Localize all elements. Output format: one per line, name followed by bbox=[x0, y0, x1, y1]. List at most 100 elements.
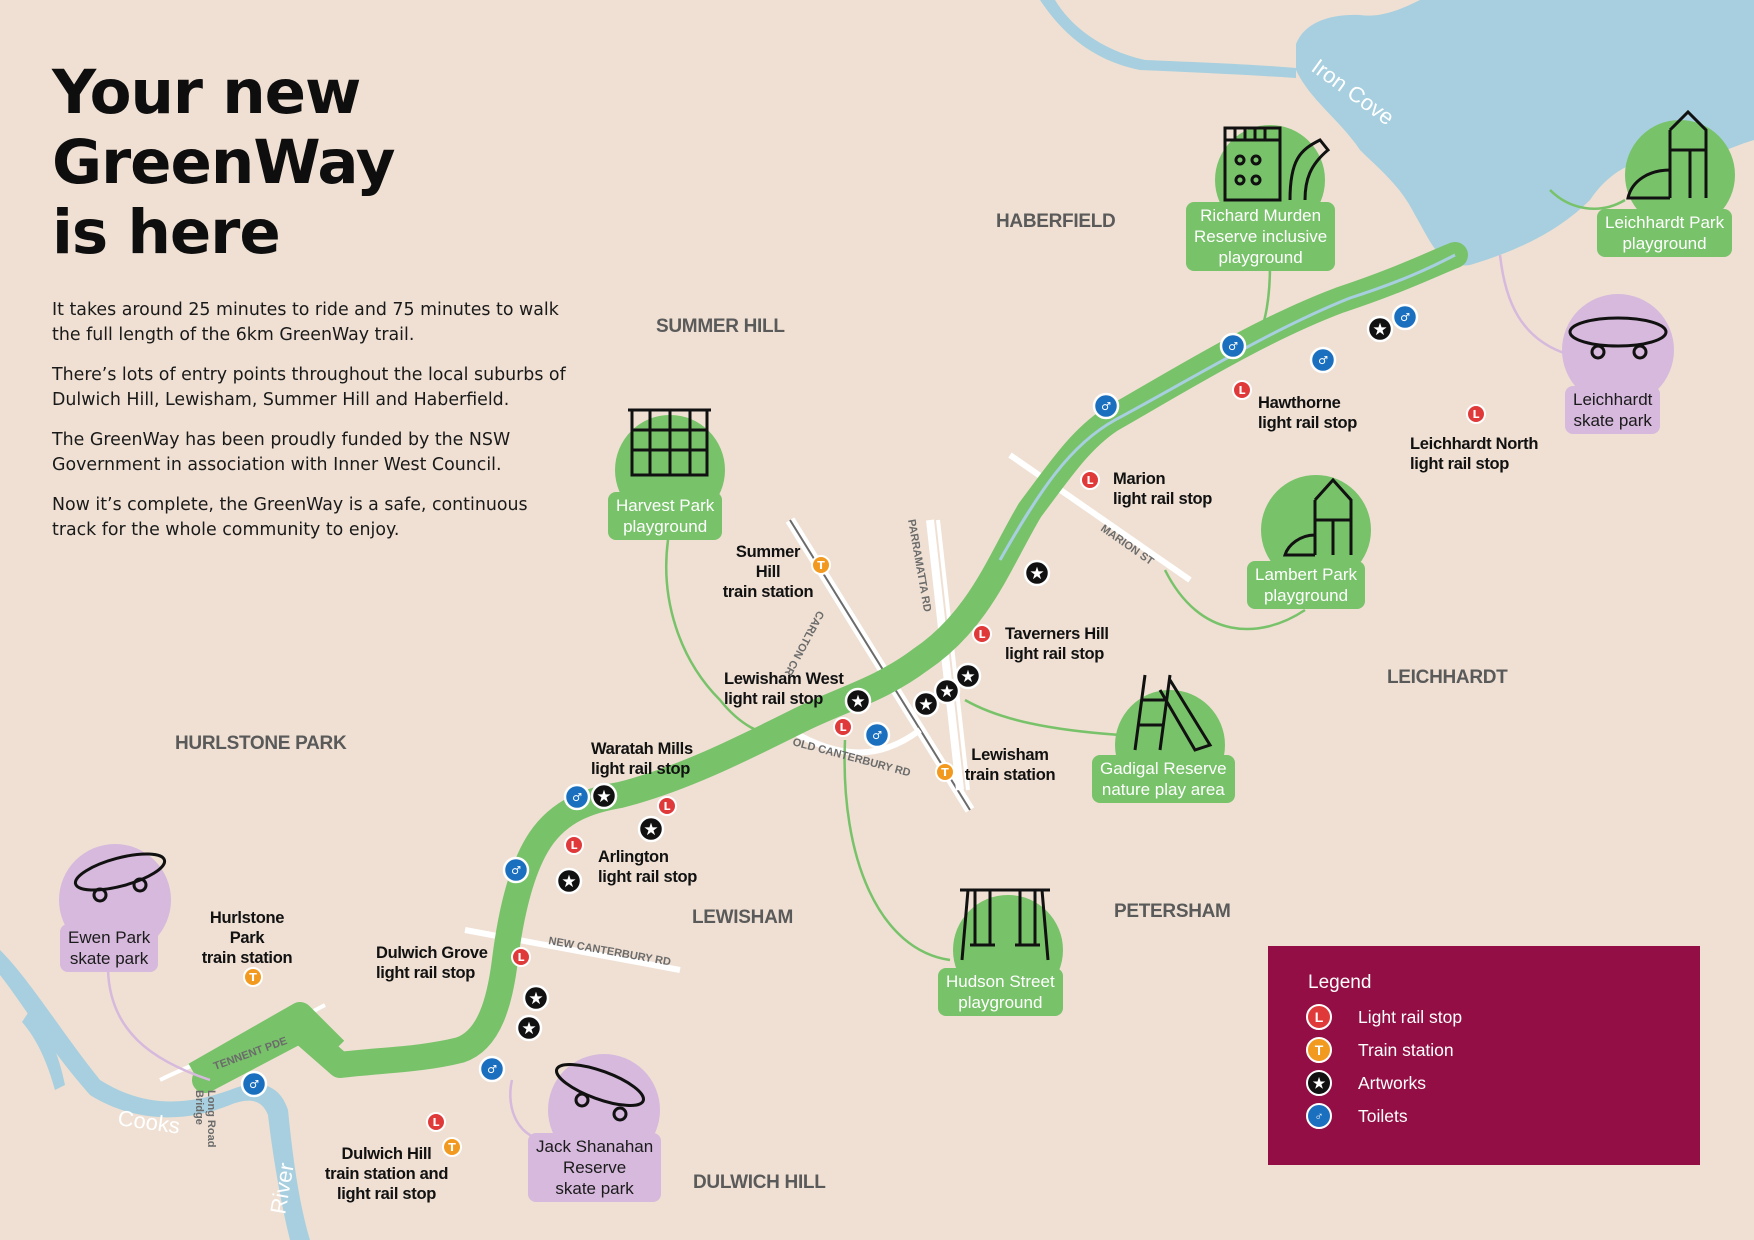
artwork-icon: ★ bbox=[912, 690, 940, 718]
place-name: playground bbox=[623, 517, 708, 536]
artwork-icon: ★ bbox=[522, 984, 550, 1012]
stop-name: Summer bbox=[735, 543, 801, 561]
artwork-icon: ★ bbox=[515, 1014, 543, 1042]
iron-cove-water bbox=[1296, 0, 1754, 266]
stop-name: Hill bbox=[755, 563, 781, 581]
light-rail-icon: L bbox=[833, 717, 853, 737]
stop-type: light rail stop bbox=[1005, 645, 1105, 663]
train-icon: T bbox=[442, 1137, 462, 1157]
place-name: playground bbox=[1263, 586, 1349, 605]
greenway-trail bbox=[192, 242, 1468, 1093]
title-line: GreenWay bbox=[52, 127, 395, 198]
svg-text:T: T bbox=[817, 559, 825, 572]
intro-text: It takes around 25 minutes to ride and 7… bbox=[52, 298, 572, 558]
svg-text:T: T bbox=[941, 766, 949, 779]
title-line: Your new bbox=[52, 57, 361, 128]
artwork-icon: ★ bbox=[555, 867, 583, 895]
place-harvest-park[interactable]: Harvest Park playground bbox=[608, 492, 723, 540]
stop-name: Lewisham bbox=[971, 746, 1049, 764]
place-name: Reserve inclusive bbox=[1194, 227, 1328, 246]
playground-icons bbox=[73, 109, 1708, 1122]
intro-paragraph: It takes around 25 minutes to ride and 7… bbox=[52, 300, 559, 345]
stop-name: Lewisham West bbox=[724, 670, 844, 688]
artwork-icon: ★ bbox=[590, 782, 618, 810]
artwork-icon: ★ bbox=[933, 677, 961, 705]
legend-label: Train station bbox=[1358, 1040, 1454, 1060]
svg-text:★: ★ bbox=[521, 1019, 536, 1039]
legend-label: Light rail stop bbox=[1358, 1007, 1463, 1027]
light-rail-icon: L bbox=[1306, 1004, 1332, 1030]
stop-lewisham-west[interactable]: Lewisham West light rail stop bbox=[724, 669, 844, 709]
svg-text:L: L bbox=[978, 628, 985, 641]
stop-type: light rail stop bbox=[724, 690, 824, 708]
legend-title: Legend bbox=[1308, 972, 1372, 993]
stop-type: light rail stop bbox=[598, 868, 698, 886]
svg-text:♂: ♂ bbox=[872, 729, 882, 742]
svg-text:★: ★ bbox=[1372, 320, 1387, 340]
stop-type: train station and bbox=[324, 1165, 449, 1183]
place-name: Reserve bbox=[562, 1158, 627, 1177]
svg-text:L: L bbox=[839, 721, 846, 734]
toilet-icon: ♂ bbox=[1306, 1103, 1332, 1129]
suburb-haberfield: HABERFIELD bbox=[996, 211, 1116, 232]
artwork-icon: ★ bbox=[1366, 315, 1394, 343]
place-name: Hudson Street bbox=[946, 972, 1055, 991]
artwork-icon: ★ bbox=[637, 815, 665, 843]
stop-name: Taverners Hill bbox=[1005, 625, 1109, 643]
stop-type: light rail stop bbox=[1113, 490, 1213, 508]
place-name: skate park bbox=[1573, 411, 1652, 430]
stop-type: train station bbox=[201, 949, 293, 967]
place-name: Gadigal Reserve bbox=[1100, 759, 1227, 778]
ladder-slide-icon bbox=[1133, 674, 1213, 752]
light-rail-icon: L bbox=[1466, 404, 1486, 424]
stop-name: Dulwich Grove bbox=[376, 944, 488, 962]
artwork-icon: ★ bbox=[1306, 1070, 1332, 1096]
page-title: Your new GreenWay is here bbox=[52, 57, 395, 268]
light-rail-icon: L bbox=[426, 1112, 446, 1132]
place-name: Harvest Park bbox=[616, 496, 715, 515]
iron-cove-inlet bbox=[1040, 0, 1296, 78]
toilet-icon: ♂ bbox=[1309, 346, 1337, 374]
place-lambert-park[interactable]: Lambert Park playground bbox=[1247, 561, 1366, 609]
artwork-icon: ★ bbox=[1023, 559, 1051, 587]
stop-taverners-hill[interactable]: Taverners Hill light rail stop bbox=[1005, 624, 1109, 664]
stop-type: train station bbox=[722, 583, 814, 601]
train-icon: T bbox=[243, 967, 263, 987]
svg-text:♂: ♂ bbox=[1101, 400, 1111, 413]
light-rail-icon: L bbox=[511, 947, 531, 967]
intro-paragraph: The GreenWay has been proudly funded by … bbox=[52, 430, 511, 475]
svg-text:★: ★ bbox=[939, 682, 954, 702]
place-name: Jack Shanahan bbox=[536, 1137, 654, 1156]
toilet-icon: ♂ bbox=[863, 721, 891, 749]
svg-text:T: T bbox=[249, 971, 257, 984]
slide-tower-icon-lambert bbox=[1282, 477, 1353, 557]
skateboard-icon-ewen bbox=[73, 852, 167, 903]
svg-text:L: L bbox=[1086, 474, 1093, 487]
stop-name: Waratah Mills bbox=[591, 740, 693, 758]
toilet-icon: ♂ bbox=[1391, 303, 1419, 331]
toilet-icon: ♂ bbox=[502, 856, 530, 884]
toilet-icon: ♂ bbox=[1092, 392, 1120, 420]
skateboard-icon bbox=[1568, 316, 1668, 360]
toilet-icon: ♂ bbox=[563, 783, 591, 811]
svg-text:♂: ♂ bbox=[487, 1063, 497, 1076]
place-name: Lambert Park bbox=[1255, 565, 1358, 584]
